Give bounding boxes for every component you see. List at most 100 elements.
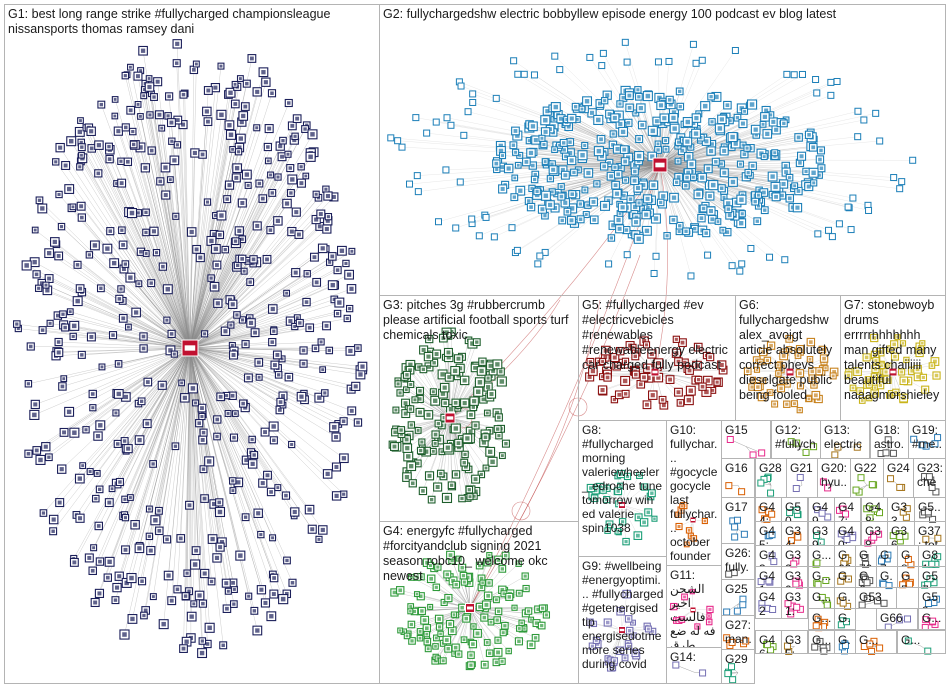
node-avatar [714,160,718,164]
node-avatar [484,466,488,470]
node-avatar [529,618,533,621]
node-avatar [583,144,587,148]
node-avatar [349,408,354,413]
node-avatar [498,143,503,149]
node-avatar [523,574,527,578]
node-avatar [143,608,148,613]
node-avatar [277,408,282,412]
node-avatar [689,162,694,167]
node-avatar [644,212,649,217]
node-avatar [602,164,606,169]
node [621,38,629,46]
node-avatar [756,204,760,208]
node [812,76,820,84]
node-avatar [286,152,290,156]
node-avatar [227,183,232,188]
cluster-panel-g2: G2: fullychargedshw electric bobbyllew e… [379,4,946,296]
node-avatar [100,365,104,369]
node-avatar [151,595,155,599]
node-avatar [781,181,786,187]
node-avatar [819,166,824,170]
node-avatar [694,115,699,121]
node-avatar [183,594,188,598]
node-avatar [811,170,816,175]
cluster-panel-g51: G5... [914,497,946,522]
node-avatar [393,430,397,435]
hub-node-logo [184,345,196,351]
node-avatar [676,175,681,180]
node-avatar [346,272,352,277]
node-avatar [496,609,501,613]
cluster-label-g4: G4: energyfc #fullycharged #forcityandcl… [383,524,552,583]
node-avatar [646,205,650,210]
node-avatar [650,154,655,159]
node [898,178,906,186]
node-avatar [623,159,628,164]
cluster-label-g3: G3: pitches 3g #rubbercrumb please artif… [383,298,572,342]
node-avatar [569,218,574,223]
cluster-label-g57: G57 [922,569,939,587]
node-avatar [337,300,342,305]
node-avatar [408,362,413,367]
node-avatar [34,272,39,277]
node-avatar [194,247,199,252]
node-avatar [671,110,677,115]
node-avatar [304,300,309,304]
cluster-panel-gxj: G... [808,630,835,654]
node-avatar [72,560,77,565]
node-avatar [427,473,432,478]
cluster-panel-gxg: G... [808,608,835,630]
node-avatar [436,437,442,442]
node-avatar [434,585,438,589]
node-avatar [327,348,331,353]
node-avatar [632,178,637,183]
node-avatar [252,453,256,457]
node-avatar [645,93,651,99]
cluster-label-g50: G50 [785,500,802,522]
node-avatar [339,248,345,253]
node-avatar [353,384,358,389]
node-avatar [289,191,293,195]
node-avatar [583,188,587,192]
node-avatar [462,378,467,383]
node-avatar [33,228,37,232]
node-avatar [276,486,280,490]
node-avatar [707,194,712,199]
node-avatar [334,465,339,469]
node-avatar [63,325,67,330]
node-avatar [90,392,95,396]
node [689,40,697,48]
node-avatar [301,361,306,366]
cluster-panel-g48: G48: nob... [861,497,888,522]
node-avatar [271,424,276,429]
node-avatar [140,579,144,583]
node-avatar [289,229,294,234]
node-avatar [325,218,330,223]
node-avatar [247,594,251,598]
node-avatar [139,249,143,254]
node-avatar [87,555,92,560]
node-avatar [596,117,601,123]
node-avatar [218,394,223,399]
node-avatar [447,375,452,380]
node-avatar [91,406,95,410]
cluster-label-gxj: G... [812,633,832,647]
node [781,256,789,264]
node [536,252,544,260]
cluster-panel-g66: G66 [876,608,918,630]
node-avatar [114,585,120,590]
cluster-panel-g10: G10: fullychar... #gocycle gocycle last … [666,420,722,566]
node-avatar [331,194,336,199]
node-avatar [175,143,179,147]
node-avatar [178,536,183,541]
node-avatar [469,653,473,657]
node [556,66,564,74]
node-avatar [796,135,801,140]
node-avatar [738,162,742,166]
node-avatar [63,163,68,168]
node-avatar [212,501,217,507]
node-avatar [218,233,222,237]
node-avatar [201,601,205,606]
node-avatar [678,224,682,228]
node-avatar [756,193,760,197]
